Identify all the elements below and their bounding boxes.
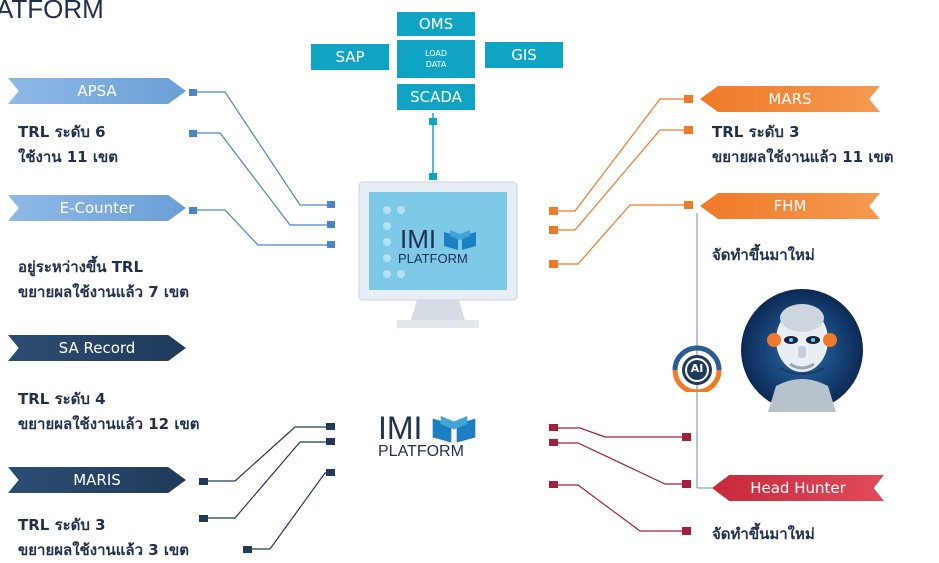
platform-logo: IMI PLATFORM	[378, 412, 508, 460]
apsa-usage: ใช้งาน 11 เขต	[18, 148, 118, 166]
fhm-desc: จัดทำขึ้นมาใหม่	[712, 246, 815, 264]
ecounter-usage: ขยายผลใช้งานแล้ว 7 เขต	[18, 283, 190, 301]
oms-box: OMS	[397, 12, 475, 36]
sa-record-label: SA Record	[8, 335, 186, 361]
apsa-label: APSA	[8, 78, 186, 104]
scada-box: SCADA	[397, 84, 475, 110]
head-hunter-desc: จัดทำขึ้นมาใหม่	[712, 525, 815, 543]
maris-desc: TRL ระดับ 3 ขยายผลใช้งานแล้ว 3 เขต	[18, 513, 189, 563]
maris-label: MARIS	[8, 467, 186, 493]
ecounter-status: อยู่ระหว่างขึ้น TRL	[18, 258, 144, 276]
mars-desc: TRL ระดับ 3 ขยายผลใช้งานแล้ว 11 เขต	[712, 120, 893, 170]
book-icon	[433, 416, 476, 443]
sa-record-trl: TRL ระดับ 4	[18, 390, 106, 408]
fhm-label: FHM	[700, 193, 880, 219]
sa-record-usage: ขยายผลใช้งานแล้ว 12 เขต	[18, 415, 200, 433]
monitor-platform-logo: IMI PLATFORM	[398, 224, 500, 266]
sa-record-desc: TRL ระดับ 4 ขยายผลใช้งานแล้ว 12 เขต	[18, 387, 199, 437]
mars-trl: TRL ระดับ 3	[712, 123, 800, 141]
maris-trl: TRL ระดับ 3	[18, 516, 106, 534]
maris-usage: ขยายผลใช้งานแล้ว 3 เขต	[18, 541, 190, 559]
monitor-logo-imi: IMI	[400, 224, 437, 254]
monitor-icon	[357, 180, 519, 330]
sap-box: SAP	[311, 44, 389, 70]
mars-label: MARS	[700, 86, 880, 112]
monitor-logo-platform: PLATFORM	[398, 251, 468, 266]
ai-badge: AI	[669, 342, 725, 395]
gis-box: GIS	[485, 42, 563, 68]
page-title-fragment: ATFORM	[0, 0, 104, 24]
robot-avatar	[740, 288, 864, 412]
apsa-desc: TRL ระดับ 6 ใช้งาน 11 เขต	[18, 120, 118, 170]
ecounter-label: E-Counter	[8, 195, 186, 221]
ecounter-desc: อยู่ระหว่างขึ้น TRL ขยายผลใช้งานแล้ว 7 เ…	[18, 255, 189, 305]
book-icon	[444, 230, 477, 250]
platform-logo-platform: PLATFORM	[378, 443, 464, 460]
data-label: DATA	[425, 60, 447, 69]
ai-badge-label: AI	[690, 362, 704, 375]
apsa-trl: TRL ระดับ 6	[18, 123, 106, 141]
platform-logo-imi: IMI	[378, 410, 423, 446]
head-hunter-label: Head Hunter	[712, 475, 884, 501]
mars-usage: ขยายผลใช้งานแล้ว 11 เขต	[712, 148, 894, 166]
load-data-box: LOAD DATA	[397, 40, 475, 78]
load-label: LOAD	[425, 49, 447, 58]
